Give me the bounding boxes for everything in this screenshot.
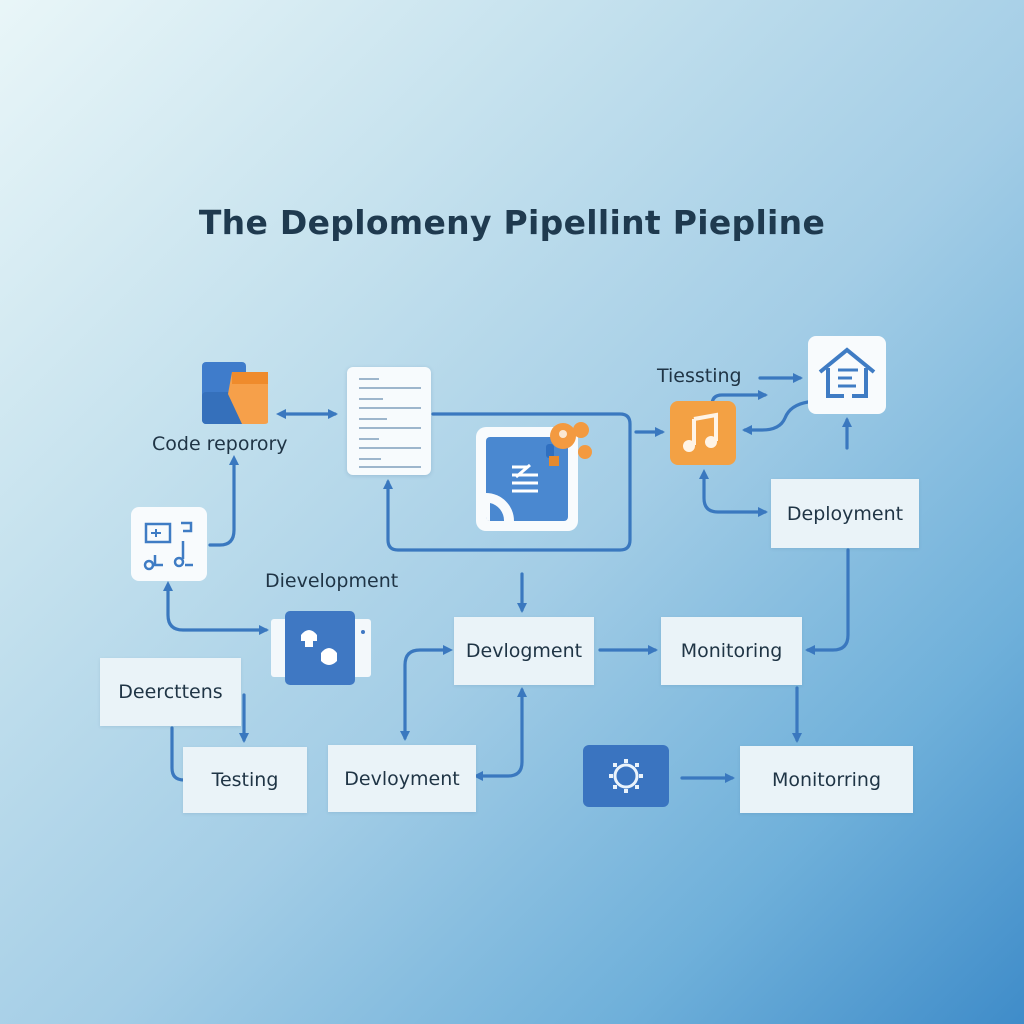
arrow-devlogment-devloyment-left <box>400 645 453 741</box>
devlogment-box-center[interactable]: Devlogment <box>454 617 594 685</box>
code-repository-label: Code reporory <box>152 433 288 455</box>
house-document-icon[interactable] <box>808 336 886 414</box>
gear-icon[interactable] <box>583 745 669 807</box>
music-note-icon[interactable] <box>670 401 736 465</box>
arrow-music-deploy <box>699 469 768 517</box>
arrow-house-music <box>742 400 810 435</box>
monitoring-box-center[interactable]: Monitoring <box>661 617 802 685</box>
loop-top <box>383 412 632 552</box>
repository-folder-icon[interactable] <box>202 362 270 424</box>
development-mid-label: Dievelopment <box>265 570 399 592</box>
diagram-title: The Deplomeny Pipellint Piepline <box>198 203 826 242</box>
devloyment-box-bottom[interactable]: Devloyment <box>328 745 476 812</box>
deployment-box-right[interactable]: Deployment <box>771 479 919 548</box>
arrow-tools-repo <box>208 455 239 547</box>
dev-tools-icon[interactable] <box>131 507 207 581</box>
deerctiens-box[interactable]: Deercttens <box>100 658 241 726</box>
arrow-devloyment-devlogment-right <box>473 687 527 781</box>
testing-top-label: Tiessting <box>657 365 742 387</box>
arrow-tools-devteam <box>163 581 269 635</box>
dev-team-icon[interactable] <box>271 611 371 685</box>
orange-gear-badge-icon <box>543 420 595 470</box>
connector-deerctiens-testing-left <box>170 726 186 782</box>
testing-box-bottom[interactable]: Testing <box>183 747 307 813</box>
document-card[interactable] <box>347 367 431 475</box>
monitorring-box-bottom[interactable]: Monitorring <box>740 746 913 813</box>
document-icon <box>359 378 421 468</box>
arrow-deploy-monitoring <box>805 548 850 655</box>
